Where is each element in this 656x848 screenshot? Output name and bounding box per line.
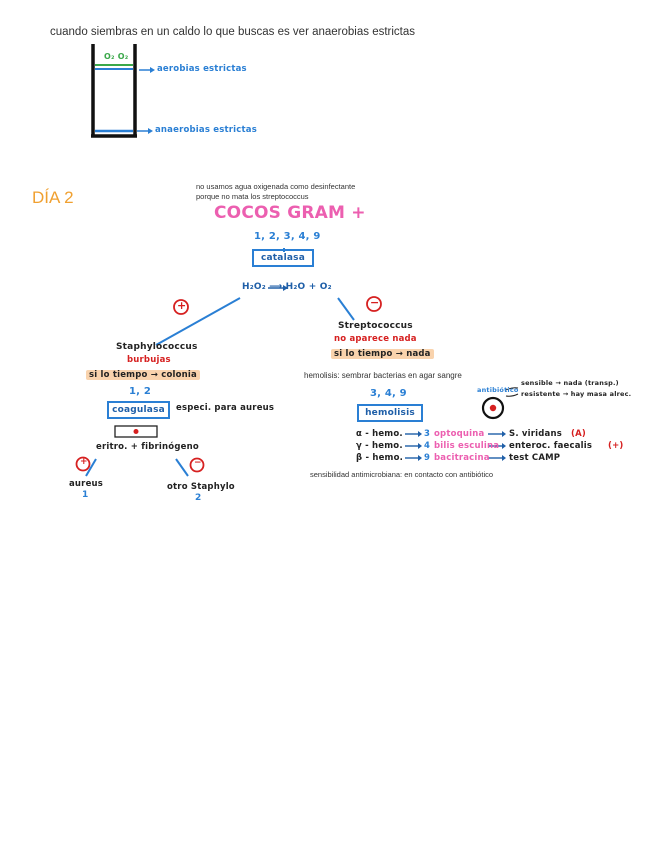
hemo-row-alpha-num: 3 [424, 429, 431, 439]
staph-note: si lo tiempo → colonia [86, 370, 200, 380]
antibiotic-note: sensibilidad antimicrobiana: en contacto… [310, 470, 494, 479]
staph-name: Staphylococcus [116, 342, 198, 352]
positive-sign: + [177, 299, 187, 312]
coagulasa-box: coagulasa [107, 401, 170, 419]
fibrinogen-label: eritro. + fibrinógeno [96, 442, 199, 452]
negative-circle [366, 296, 382, 312]
aureus-number: 1 [82, 490, 89, 500]
catalasa-label: catalasa [261, 253, 305, 263]
hemo-row-gamma-result: enteroc. faecalis [509, 441, 593, 451]
strep-note: si lo tiempo → nada [331, 349, 434, 359]
slide-rect [114, 425, 158, 438]
hemo-row-gamma-mark: (+) [608, 441, 624, 451]
other-staph-number: 2 [195, 493, 202, 503]
hemolisis-box: hemolisis [357, 404, 423, 422]
hemolisis-label: hemolisis [365, 408, 415, 418]
o2-label: O₂ O₂ [104, 52, 129, 61]
hemolisis-note: hemolisis: sembrar bacterias en agar san… [304, 371, 462, 380]
positive-circle [173, 299, 189, 315]
day-title: DÍA 2 [32, 188, 74, 207]
coagulasa-label: coagulasa [112, 405, 165, 415]
catalasa-reaction: H₂O₂ ⟶ H₂O + O₂ [242, 282, 332, 292]
staph-bubbles: burbujas [127, 355, 171, 365]
hemo-row-beta-result: test CAMP [509, 453, 561, 463]
negative-sign: − [370, 296, 380, 309]
catalasa-box: catalasa [252, 249, 314, 267]
antibiotic-disc [481, 396, 505, 420]
hemo-row-beta-test: bacitracina [434, 453, 490, 463]
coag-positive-sign: + [80, 457, 88, 467]
hemo-row-gamma-num: 4 [424, 441, 431, 451]
strep-no-bubbles: no aparece nada [334, 334, 417, 344]
note-line-1: no usamos agua oxigenada como desinfecta… [196, 182, 356, 191]
hemo-row-alpha-result: S. viridans [509, 429, 563, 439]
hemo-row-gamma-test: bilis esculina [434, 441, 500, 451]
aureus-note: especi. para aureus [176, 403, 275, 413]
hemo-row-beta-num: 9 [424, 453, 431, 463]
antibiotic-label: antibiótico [477, 386, 519, 394]
aureus-label: aureus [69, 479, 104, 489]
resistant-label: resistente → hay masa alrec. [521, 390, 632, 398]
strep-numbers: 3, 4, 9 [370, 388, 407, 399]
strep-name: Streptococcus [338, 321, 413, 331]
main-title: COCOS GRAM + [214, 203, 366, 223]
coag-negative-sign: − [194, 458, 202, 468]
catalasa-branches [85, 248, 355, 477]
hemo-row-beta-type: β - hemo. [356, 453, 404, 463]
sensitive-label: sensible → nada (transp.) [521, 379, 619, 387]
aerobic-label: aerobias estrictas [157, 64, 247, 74]
note-line-2: porque no mata los streptococcus [196, 192, 309, 201]
hemo-row-alpha-type: α - hemo. [356, 429, 403, 439]
culture-tube [91, 44, 155, 138]
hemo-row-gamma-type: γ - hemo. [356, 441, 403, 451]
top-note: cuando siembras en un caldo lo que busca… [50, 26, 416, 38]
other-staph-label: otro Staphylo [167, 482, 235, 492]
anaerobic-label: anaerobias estrictas [155, 125, 257, 135]
staph-numbers: 1, 2 [129, 386, 151, 397]
hemo-row-alpha-mark: (A) [571, 429, 586, 439]
hemo-row-alpha-test: optoquina [434, 429, 485, 439]
catalasa-numbers: 1, 2, 3, 4, 9 [254, 231, 321, 242]
